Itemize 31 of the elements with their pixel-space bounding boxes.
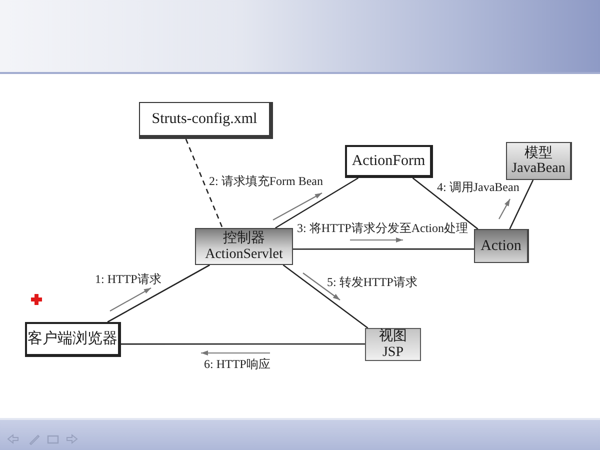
file-box bbox=[139, 102, 273, 139]
connector-line bbox=[275, 177, 359, 229]
role-name: 控制器 bbox=[223, 231, 265, 246]
component-name: JSP bbox=[382, 344, 404, 360]
component-box bbox=[195, 228, 293, 265]
connector-line bbox=[412, 177, 478, 230]
connector-line bbox=[282, 264, 368, 329]
edge-label: 2: 请求填充Form Bean bbox=[209, 175, 323, 188]
connector-line bbox=[293, 248, 474, 250]
dashed-line bbox=[185, 138, 224, 228]
connector-line bbox=[107, 264, 210, 323]
edge-label: 4: 调用JavaBean bbox=[437, 181, 520, 194]
component-box bbox=[345, 145, 433, 178]
role-name: 视图 bbox=[379, 329, 407, 344]
edge-label: 6: HTTP响应 bbox=[204, 358, 270, 372]
component-box bbox=[506, 142, 572, 180]
component-box bbox=[365, 328, 421, 361]
edge-label: 5: 转发HTTP请求 bbox=[327, 276, 418, 290]
component-name: 客户端浏览器 bbox=[28, 330, 118, 348]
connector-line bbox=[509, 180, 534, 230]
role-name: 模型 bbox=[524, 146, 552, 161]
component-box bbox=[474, 229, 529, 263]
connector-line bbox=[121, 343, 365, 345]
edge-label: 3: 将HTTP请求分发至Action处理 bbox=[297, 222, 468, 236]
edge-label: 1: HTTP请求 bbox=[95, 273, 162, 286]
component-name: JavaBean bbox=[512, 161, 566, 176]
component-name: ActionForm bbox=[352, 152, 426, 170]
file-name: Struts-config.xml bbox=[152, 110, 258, 128]
component-name: ActionServlet bbox=[205, 246, 283, 262]
component-box bbox=[25, 322, 121, 357]
component-name: Action bbox=[480, 238, 522, 254]
